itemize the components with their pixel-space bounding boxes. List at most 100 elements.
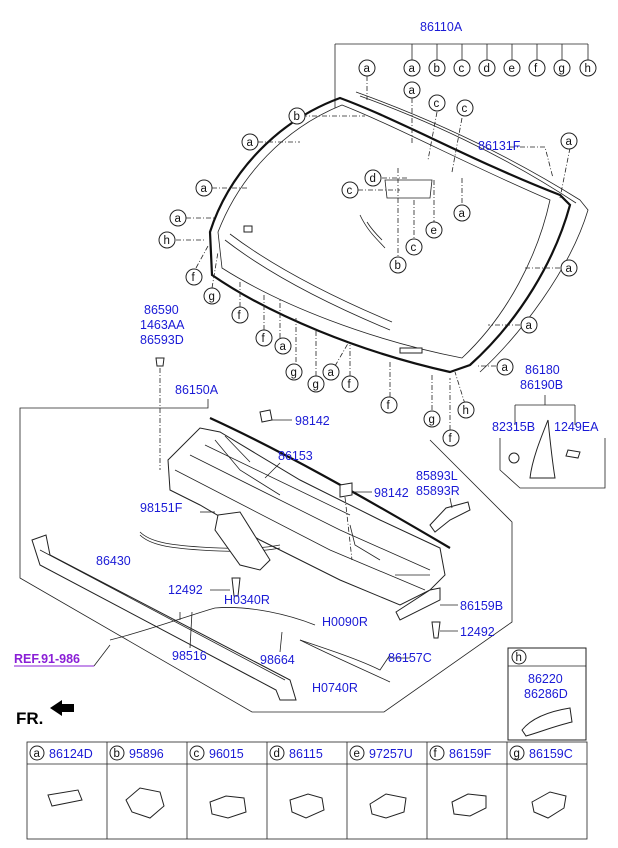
svg-text:d: d (484, 63, 490, 75)
svg-text:12492: 12492 (168, 583, 203, 597)
svg-text:g: g (559, 63, 565, 75)
svg-text:b: b (434, 63, 440, 75)
svg-text:e: e (509, 63, 515, 75)
letter-callout: g (285, 363, 303, 381)
letter-callout: a (322, 363, 340, 381)
inset-box-h: h 86220 86286D (507, 647, 587, 741)
svg-text:86430: 86430 (96, 554, 131, 568)
letter-callout: c (341, 181, 359, 199)
svg-text:h: h (164, 235, 170, 247)
legend-letter-circle (349, 745, 365, 761)
svg-text:d: d (370, 173, 376, 185)
svg-text:a: a (409, 63, 416, 75)
legend-part-number: 97257U (369, 747, 413, 761)
windshield-letter-callouts: b a a a h f g f f a g g a f f g f h a a … (158, 81, 578, 447)
letter-callout: f (442, 429, 460, 447)
part-98516-label: 98516 (172, 649, 207, 663)
svg-text:86593D: 86593D (140, 333, 184, 347)
legend-part-icon (369, 793, 407, 819)
part-86153-label: 86153 (278, 449, 313, 463)
letter-callout: h (579, 59, 597, 77)
bolt-12492-right: 12492 (431, 621, 495, 639)
letter-callout: b (389, 256, 407, 274)
letter-callout: a (453, 204, 471, 222)
svg-text:86159B: 86159B (460, 599, 503, 613)
callout-86180-group: 86180 86190B 82315B 1249EA (492, 363, 606, 489)
svg-text:a: a (459, 208, 466, 220)
part-86131F-label: 86131F (478, 139, 521, 153)
letter-callout: a (403, 81, 421, 99)
letter-callout: c (453, 59, 471, 77)
letter-callout: d (364, 169, 382, 187)
svg-text:f: f (238, 310, 242, 322)
letter-callout: a (241, 133, 259, 151)
svg-text:1463AA: 1463AA (140, 318, 185, 332)
svg-text:h: h (516, 652, 522, 664)
svg-text:a: a (175, 213, 182, 225)
svg-text:a: a (247, 137, 254, 149)
legend-part-icon (451, 793, 487, 817)
svg-text:1249EA: 1249EA (554, 420, 599, 434)
svg-text:85893R: 85893R (416, 484, 460, 498)
svg-text:g: g (429, 414, 435, 426)
legend-part-number: 86115 (289, 747, 323, 761)
svg-text:g: g (209, 291, 215, 303)
legend-letter-circle (29, 745, 45, 761)
letter-callout: a (274, 337, 292, 355)
svg-text:98142: 98142 (374, 486, 409, 500)
seal-85893: 85893L 85893R (416, 469, 471, 533)
svg-text:a: a (201, 183, 208, 195)
letter-callout: d (478, 59, 496, 77)
legend-letter: g (514, 748, 520, 760)
svg-text:82315B: 82315B (492, 420, 535, 434)
svg-text:86286D: 86286D (524, 687, 568, 701)
front-direction-indicator: FR. (16, 700, 74, 728)
svg-text:86590: 86590 (144, 303, 179, 317)
svg-text:e: e (431, 225, 437, 237)
svg-text:H0340R: H0340R (224, 593, 270, 607)
clip-98142-upper: 98142 (259, 409, 330, 428)
legend-letter-circle (429, 745, 445, 761)
svg-text:b: b (294, 111, 300, 123)
svg-text:f: f (449, 433, 453, 445)
legend-part-icon (209, 795, 247, 819)
harness-H0090R: H0090R (109, 607, 368, 641)
svg-text:a: a (409, 85, 416, 97)
legend-part-number: 86159C (529, 747, 573, 761)
letter-callout: f (185, 268, 203, 286)
letter-callout: e (425, 221, 443, 239)
svg-text:f: f (262, 333, 266, 345)
callout-86590-group: 86590 1463AA 86593D (140, 303, 185, 470)
svg-text:c: c (347, 185, 353, 197)
letter-callout: e (503, 59, 521, 77)
ref-label[interactable]: REF.91-986 (14, 652, 80, 666)
bracket-86110A: 86110A (334, 20, 589, 108)
svg-text:a: a (364, 63, 371, 75)
svg-text:g: g (291, 367, 297, 379)
legend-cell-g: g 86159C (509, 745, 573, 819)
letter-callout: a (560, 132, 578, 150)
svg-text:85893L: 85893L (416, 469, 458, 483)
svg-text:f: f (348, 379, 352, 391)
letter-callout: f (380, 396, 398, 414)
letter-callout: h (158, 231, 176, 249)
letter-callout: b (428, 59, 446, 77)
letter-callout: a (560, 259, 578, 277)
legend-part-icon (289, 793, 325, 819)
letter-callout: g (553, 59, 571, 77)
legend-part-icon (531, 791, 567, 819)
harness-H0740R: H0740R (299, 639, 391, 695)
cowl-assembly-frame: 86150A (19, 383, 513, 713)
letter-callout: g (423, 410, 441, 428)
part-86110A-label: 86110A (420, 20, 463, 34)
legend-letter: f (434, 748, 438, 760)
cowl-top-panel (167, 416, 451, 606)
letter-callout: f (528, 59, 546, 77)
letter-callout: a (169, 209, 187, 227)
clip-98142-lower: 98142 (339, 482, 409, 561)
legend-table (26, 741, 588, 840)
svg-text:f: f (192, 272, 196, 284)
reference-link[interactable]: REF.91-986 (14, 644, 111, 667)
